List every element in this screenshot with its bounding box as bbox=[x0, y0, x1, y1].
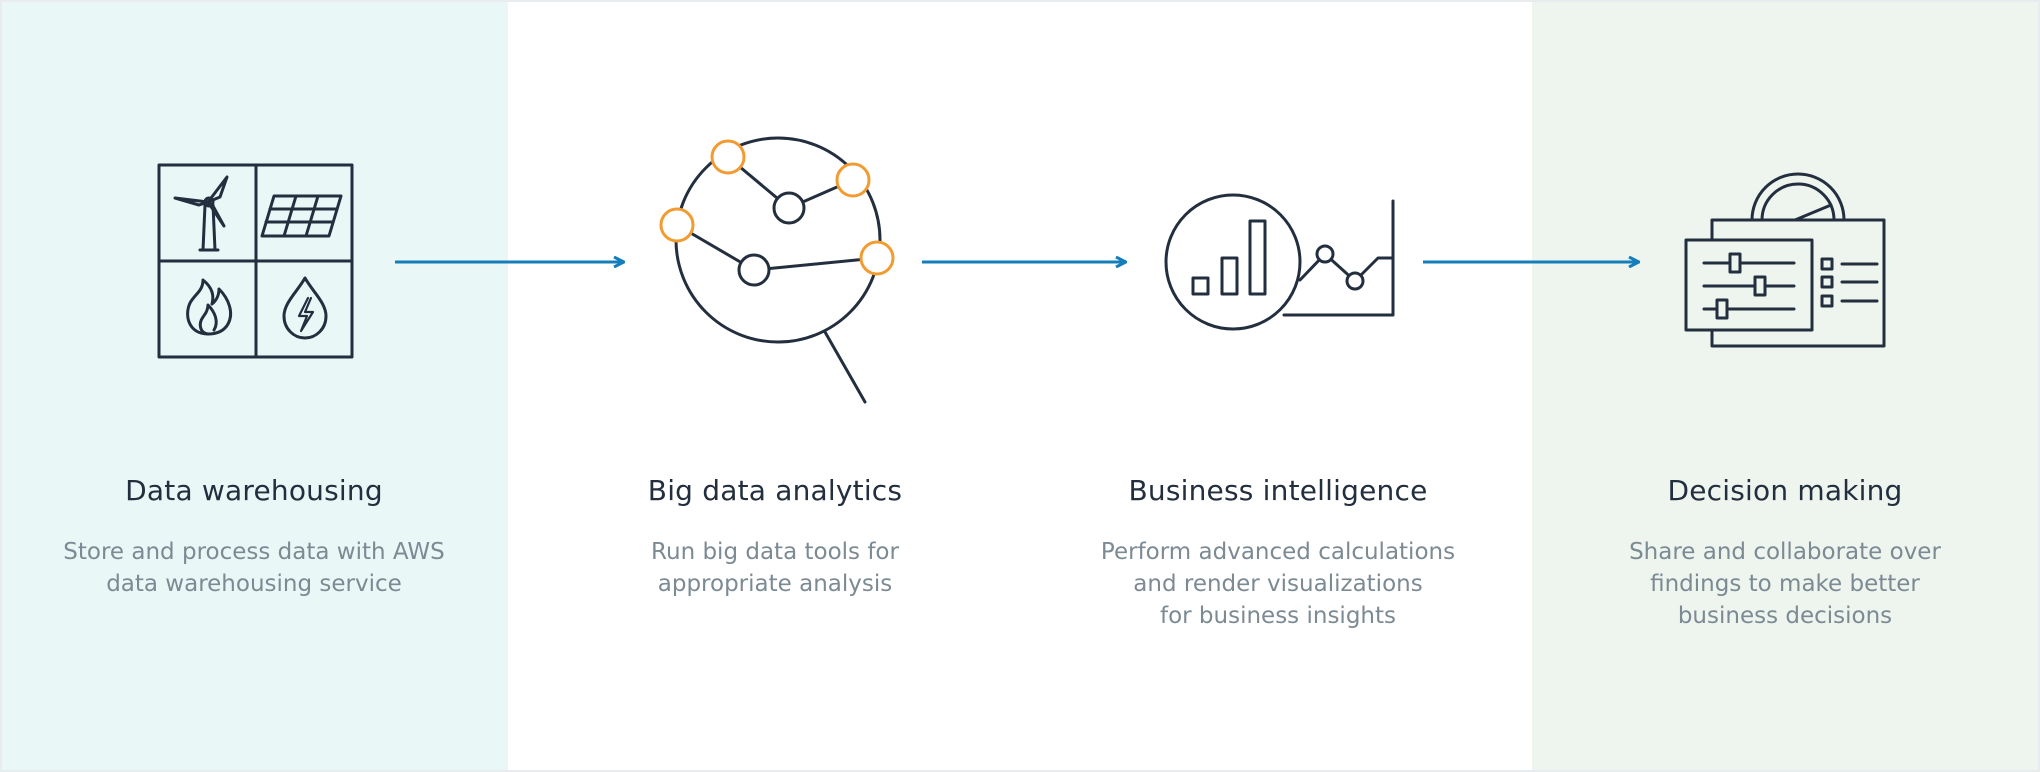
step-description-big-data-analytics: Run big data tools for appropriate analy… bbox=[651, 539, 899, 597]
network-node bbox=[737, 253, 771, 287]
solar-panel-icon bbox=[260, 194, 343, 238]
step-description-data-warehousing: Store and process data with AWS data war… bbox=[63, 539, 445, 597]
fire-icon bbox=[186, 278, 233, 336]
left-background-panel bbox=[0, 0, 508, 772]
step-title-data-warehousing: Data warehousing bbox=[125, 474, 383, 507]
accent-network-node bbox=[859, 240, 895, 276]
step-title-decision-making: Decision making bbox=[1667, 474, 1903, 507]
chart-magnifier-icon bbox=[1164, 193, 1395, 331]
accent-network-node bbox=[659, 207, 695, 243]
list-icon bbox=[1820, 257, 1879, 308]
step-title-big-data-analytics: Big data analytics bbox=[647, 474, 903, 507]
wind-turbine-icon bbox=[173, 175, 229, 252]
accent-network-node bbox=[710, 139, 746, 175]
network-node bbox=[772, 191, 806, 225]
step-title-business-intelligence: Business intelligence bbox=[1128, 474, 1428, 507]
right-background-panel bbox=[1532, 0, 2040, 772]
slider-controls-icon bbox=[1702, 252, 1796, 320]
energy-grid-icon bbox=[157, 163, 354, 359]
magnifier-network-icon bbox=[659, 136, 895, 404]
water-drop-icon bbox=[282, 276, 328, 340]
accent-network-node bbox=[835, 162, 871, 198]
step-description-decision-making: Share and collaborate over findings to m… bbox=[1629, 539, 1941, 629]
dashboard-controls-icon bbox=[1684, 172, 1886, 348]
step-description-business-intelligence: Perform advanced calculations and render… bbox=[1100, 539, 1456, 629]
gauge-icon bbox=[1750, 172, 1846, 222]
